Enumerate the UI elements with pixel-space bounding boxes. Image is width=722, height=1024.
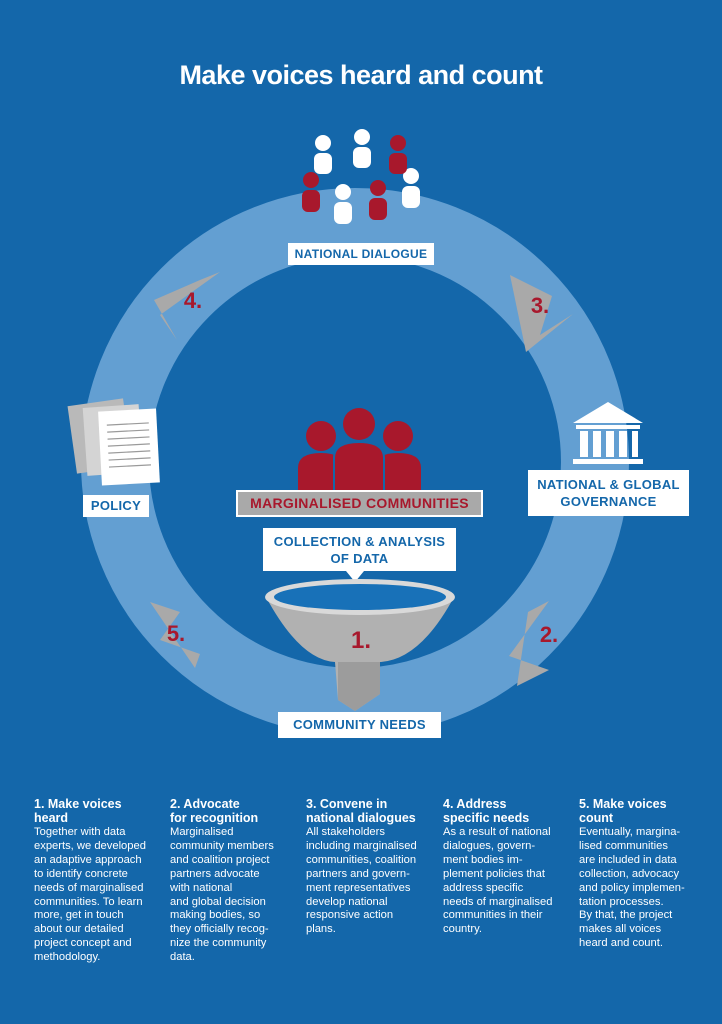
step-heading: 5. Make voices count (579, 797, 667, 825)
step2-number: 2. (540, 622, 558, 647)
national-dialogue-text: NATIONAL DIALOGUE (294, 247, 428, 261)
marginalised-communities-label: MARGINALISED COMMUNITIES (236, 490, 483, 517)
step-body: All stakeholders including marginalised … (306, 826, 417, 936)
arrow-step2 (509, 601, 549, 686)
step4-number: 4. (184, 288, 202, 313)
community-needs-label: COMMUNITY NEEDS (278, 712, 441, 738)
step-body: Eventually, margina- lised communities a… (579, 826, 685, 950)
step-column-1: 1. Make voices heard Together with data … (34, 797, 156, 965)
step-column-3: 3. Convene in national dialogues All sta… (306, 797, 428, 937)
documents-icon (67, 398, 160, 486)
arrow-step4 (154, 272, 220, 340)
step-heading: 4. Address specific needs (443, 797, 530, 825)
step-column-5: 5. Make voices count Eventually, margina… (579, 797, 701, 951)
page-title: Make voices heard and count (179, 60, 543, 90)
governance-label: NATIONAL & GLOBAL GOVERNANCE (528, 470, 689, 516)
national-dialogue-label: NATIONAL DIALOGUE (288, 243, 434, 265)
step1-number: 1. (351, 627, 371, 654)
government-building-icon (573, 402, 643, 464)
step-column-2: 2. Advocate for recognition Marginalised… (170, 797, 292, 965)
step-body: Marginalised community members and coali… (170, 826, 274, 964)
step-heading: 2. Advocate for recognition (170, 797, 259, 825)
step5-number: 5. (167, 621, 185, 646)
cycle-diagram: 3. 2. 4. 5. (67, 129, 643, 736)
step-body: As a result of national dialogues, gover… (443, 826, 553, 936)
step3-number: 3. (531, 293, 549, 318)
policy-label: POLICY (83, 495, 149, 517)
collection-analysis-label: COLLECTION & ANALYSIS OF DATA (263, 528, 456, 571)
collection-pointer (346, 571, 364, 582)
arrow-step3 (510, 275, 573, 352)
community-icon (298, 408, 421, 493)
funnel-icon (265, 579, 455, 711)
step-column-4: 4. Address specific needs As a result of… (443, 797, 565, 937)
step-body: Together with data experts, we developed… (34, 826, 146, 964)
step-heading: 1. Make voices heard (34, 797, 122, 825)
people-group-icon (302, 129, 420, 224)
arrow-step5 (150, 602, 200, 668)
step-heading: 3. Convene in national dialogues (306, 797, 416, 825)
